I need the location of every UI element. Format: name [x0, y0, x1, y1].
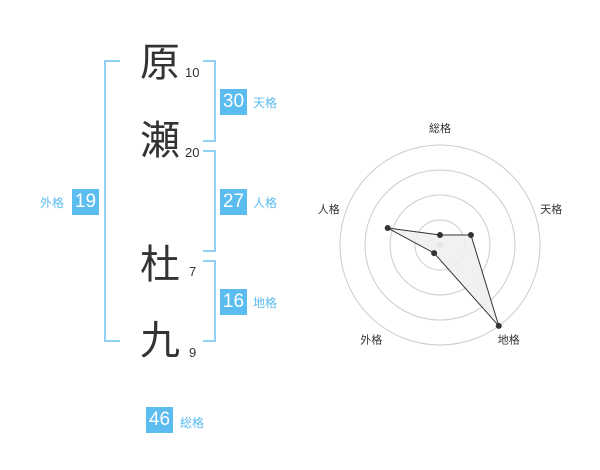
- radar-point-0: [437, 232, 443, 238]
- soukaku-value: 46: [146, 407, 173, 433]
- name-char-4: 九: [140, 318, 180, 364]
- radar-axis-label-0: 総格: [429, 121, 451, 135]
- tenkaku-label: 天格: [253, 96, 278, 110]
- radar-axis-label-2: 地格: [498, 333, 520, 347]
- radar-point-1: [467, 231, 474, 238]
- radar-axis-label-1: 天格: [540, 202, 562, 216]
- radar-point-2: [495, 322, 502, 329]
- radar-point-4: [384, 225, 391, 232]
- radar-axis-label-3: 外格: [360, 333, 382, 347]
- stroke-count-4: 9: [189, 345, 197, 360]
- tenkaku-bracket: [203, 60, 216, 142]
- gaikaku-label: 外格: [40, 196, 65, 210]
- radar-axis-label-4: 人格: [318, 202, 340, 216]
- chikaku-label: 地格: [253, 296, 278, 310]
- radar-ring-2: [389, 194, 491, 296]
- gaikaku-bracket: [104, 60, 120, 342]
- jinkaku-label: 人格: [253, 196, 278, 210]
- name-char-2: 瀬: [140, 118, 180, 164]
- jinkaku-bracket: [203, 150, 216, 252]
- chikaku-value: 16: [220, 289, 247, 315]
- chikaku-bracket: [203, 260, 216, 342]
- stroke-count-2: 20: [185, 145, 200, 160]
- radar-ring-4: [339, 144, 541, 346]
- soukaku-label: 総格: [180, 416, 205, 430]
- radar-points: [384, 225, 502, 329]
- gaikaku-value: 19: [72, 189, 99, 215]
- stroke-count-3: 7: [189, 264, 197, 279]
- radar-point-3: [431, 250, 438, 257]
- name-char-1: 原: [140, 40, 180, 86]
- radar-ring-3: [364, 169, 516, 321]
- jinkaku-value: 27: [220, 189, 247, 215]
- stroke-count-1: 10: [185, 65, 200, 80]
- tenkaku-value: 30: [220, 89, 247, 115]
- radar-area: [387, 227, 500, 327]
- name-char-3: 杜: [140, 242, 180, 288]
